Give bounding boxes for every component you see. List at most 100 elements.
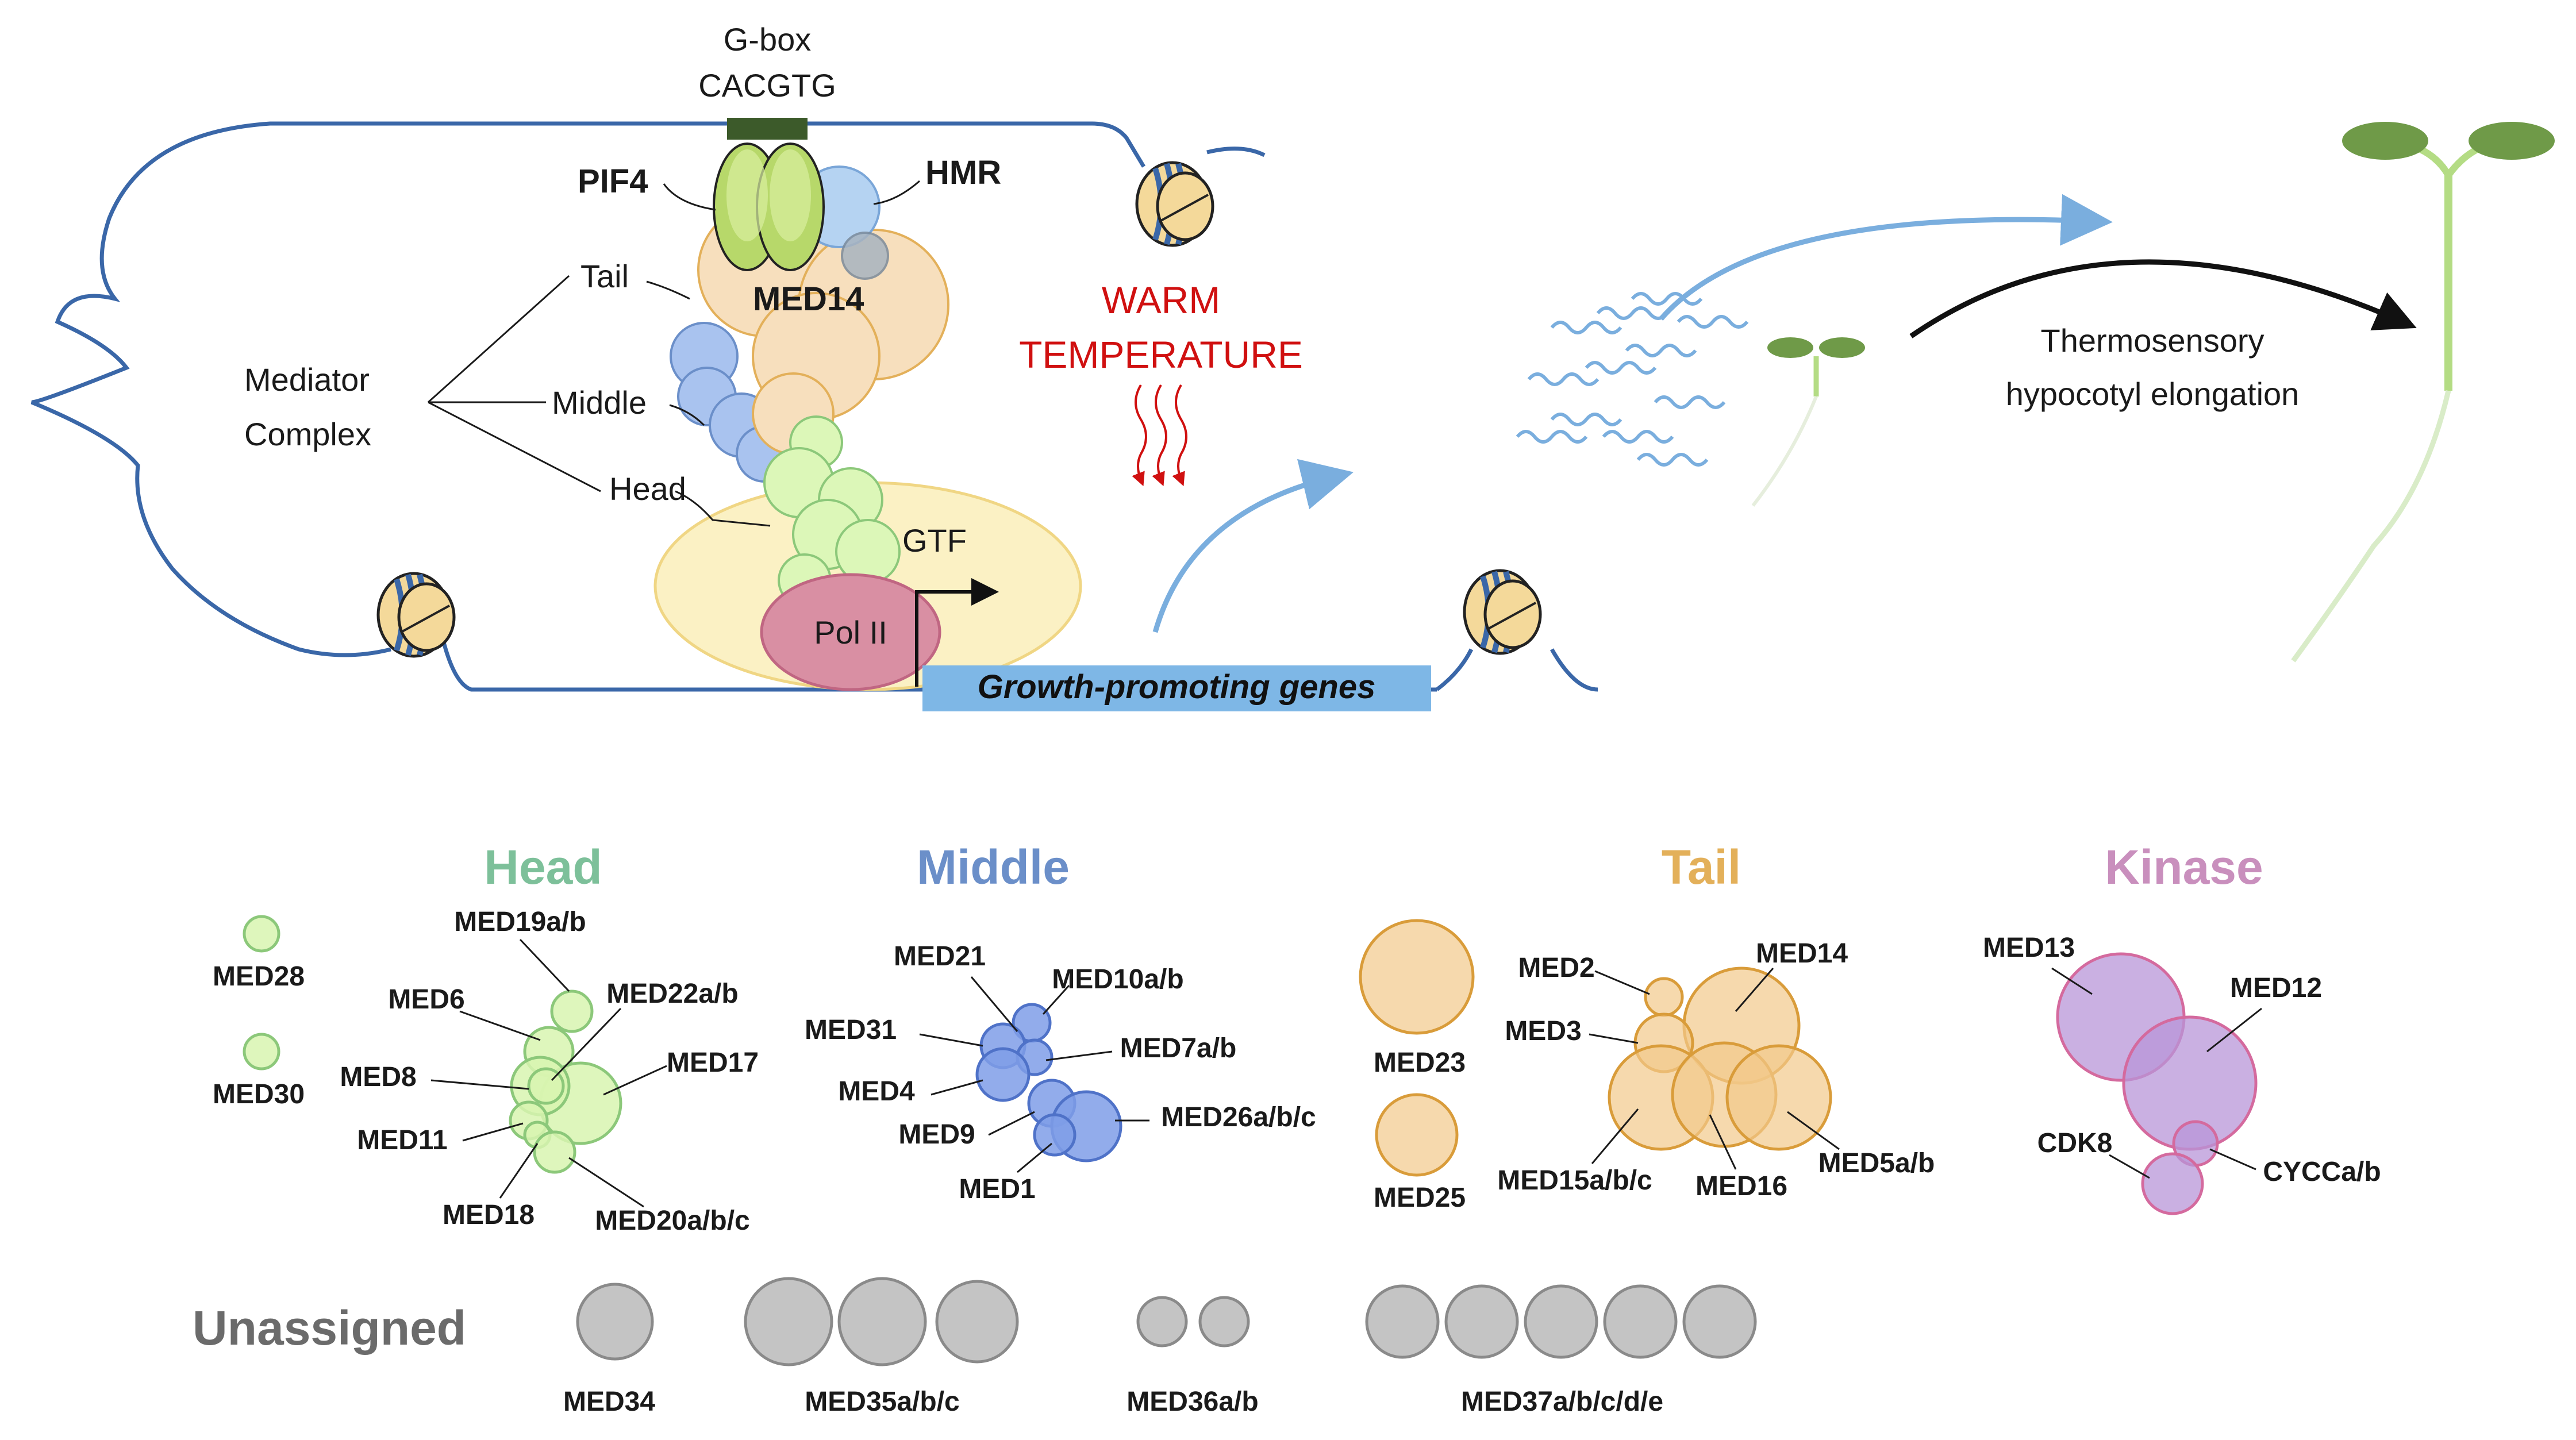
- nucleosome-icon: [1464, 571, 1540, 653]
- thermo-label-2: hypocotyl elongation: [2006, 376, 2300, 412]
- genes-box: [922, 665, 1431, 711]
- subunit-label: MED3: [1505, 1016, 1581, 1046]
- mrna-squiggles-icon: [1516, 292, 1749, 467]
- unassigned-module-title: Unassigned: [193, 1301, 466, 1355]
- head-leader: [675, 490, 771, 527]
- kinase-module-labels: MED13 MED12 CDK8 CYCCa/b: [1983, 933, 2381, 1187]
- hmr-label: HMR: [925, 154, 1001, 191]
- subunit-label: MED6: [388, 984, 464, 1015]
- mrna-squiggle: [1596, 306, 1668, 320]
- subunit-label: MED14: [1756, 938, 1848, 969]
- subunit-label: CYCCa/b: [2263, 1157, 2381, 1187]
- tail-module-circles: [1359, 919, 1832, 1177]
- elongation-arrow-icon: [1909, 259, 2417, 338]
- subunit-label: MED8: [340, 1062, 416, 1092]
- subunit-label: MED4: [838, 1076, 915, 1107]
- kinase-module-title: Kinase: [2105, 840, 2263, 894]
- dna-loop: [30, 121, 1598, 692]
- warm-label-2: TEMPERATURE: [1019, 333, 1303, 376]
- pif4-dimer: [713, 143, 825, 271]
- subunit-label: MED31: [805, 1015, 897, 1045]
- subunit-label: MED22a/b: [606, 979, 738, 1009]
- kinase-module-circles: [2056, 952, 2258, 1215]
- subunit-label: MED1: [959, 1174, 1035, 1204]
- subunit-label: MED21: [894, 941, 986, 972]
- mediator-label-2: Complex: [244, 416, 371, 452]
- mrna-squiggle: [1636, 453, 1709, 467]
- translation-arrow-icon: [1659, 194, 2113, 321]
- subunit-label: MED11: [357, 1125, 447, 1156]
- subunit-label: MED30: [213, 1079, 305, 1110]
- subunit-label: MED28: [213, 961, 305, 992]
- middle-leader: [669, 404, 705, 426]
- head-label: Head: [609, 471, 686, 507]
- tail-label: Tail: [580, 258, 629, 294]
- mrna-squiggle: [1516, 430, 1588, 444]
- pif4-label: PIF4: [578, 163, 648, 200]
- subunit-label: MED19a/b: [454, 907, 586, 937]
- subunit-label: MED9: [898, 1119, 975, 1150]
- unassigned-module-labels: MED34 MED35a/b/c MED36a/b MED37a/b/c/d/e: [563, 1387, 1663, 1417]
- warm-label: WARM: [1102, 279, 1221, 321]
- head-module-labels: MED28 MED30 MED19a/b MED6 MED22a/b MED8 …: [213, 907, 759, 1236]
- mrna-squiggle: [1654, 395, 1726, 409]
- kinase-module-leaders: [2051, 967, 2262, 1179]
- subunit-label: MED17: [667, 1048, 759, 1078]
- pif4-leader: [663, 183, 716, 211]
- pol2-label: Pol II: [814, 614, 887, 650]
- middle-module-labels: MED21 MED10a/b MED31 MED7a/b MED4 MED9 M…: [805, 941, 1316, 1204]
- mrna-squiggle: [1585, 361, 1657, 375]
- genes-label: Growth-promoting genes: [978, 668, 1376, 706]
- subunit-label: MED18: [443, 1200, 535, 1230]
- pol2-ellipse: [760, 573, 941, 691]
- gtf-label: GTF: [902, 522, 967, 559]
- med14-label: MED14: [753, 280, 864, 318]
- middle-module-circles: [975, 1003, 1122, 1162]
- subunit-label: MED20a/b/c: [595, 1206, 749, 1236]
- tall-seedling-icon: [2291, 122, 2555, 663]
- mrna-squiggle: [1550, 321, 1623, 334]
- subunit-label: CDK8: [2037, 1128, 2113, 1158]
- mrna-squiggle: [1527, 372, 1600, 386]
- subunit-label: MED36a/b: [1126, 1387, 1258, 1417]
- tail-leader: [646, 280, 690, 300]
- subunit-label: MED25: [1374, 1183, 1466, 1213]
- hmr-leader: [873, 180, 920, 205]
- subunit-label: MED10a/b: [1052, 964, 1183, 995]
- subunit-label: MED23: [1374, 1048, 1466, 1078]
- subunit-label: MED2: [1518, 953, 1594, 983]
- gbox-label: G-box: [724, 21, 812, 57]
- head-module-leaders: [430, 938, 667, 1208]
- subunit-label: MED15a/b/c: [1497, 1165, 1652, 1196]
- nucleosome-icon: [1137, 163, 1213, 245]
- mrna-squiggle: [1631, 292, 1703, 306]
- subunit-label: MED37a/b/c/d/e: [1461, 1387, 1663, 1417]
- middle-label: Middle: [552, 384, 647, 421]
- gbox-bar: [727, 118, 808, 140]
- mediator-label: Mediator: [244, 361, 370, 398]
- subunit-label: MED26a/b/c: [1161, 1102, 1316, 1133]
- subunit-label: MED7a/b: [1120, 1033, 1237, 1064]
- nucleosome-icon: [378, 573, 454, 656]
- mrna-squiggle: [1550, 413, 1623, 426]
- subunit-label: MED13: [1983, 933, 2075, 963]
- tail-module-title: Tail: [1662, 840, 1741, 894]
- subunit-label: MED5a/b: [1818, 1148, 1935, 1179]
- mrna-squiggle: [1602, 430, 1674, 444]
- tail-module-leaders: [1589, 968, 1840, 1170]
- tss-arrow-icon: [915, 578, 999, 687]
- subunit-label: MED12: [2230, 973, 2322, 1003]
- heat-arrows-icon: [1132, 384, 1187, 487]
- thermo-label: Thermosensory: [2040, 322, 2264, 359]
- unassigned-module-circles: [576, 1277, 1757, 1366]
- transcription-arrow-icon: [1152, 459, 1354, 633]
- subunit-label: MED34: [563, 1387, 655, 1417]
- small-seedling-icon: [1751, 337, 1865, 507]
- subunit-label: MED16: [1695, 1171, 1787, 1202]
- mediator-bracket: [427, 275, 601, 492]
- head-module-title: Head: [484, 840, 602, 894]
- subunit-label: MED35a/b/c: [805, 1387, 959, 1417]
- middle-module-title: Middle: [917, 840, 1070, 894]
- mrna-squiggle: [1625, 344, 1697, 357]
